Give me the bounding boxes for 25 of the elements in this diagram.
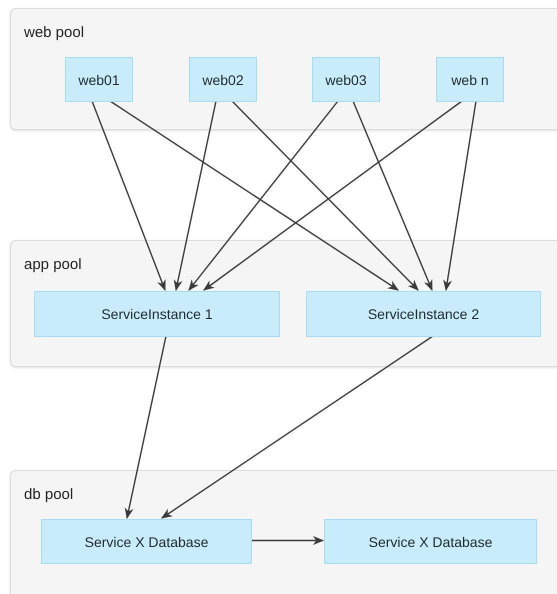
arrow bbox=[232, 100, 419, 291]
pool-panel bbox=[10, 240, 557, 367]
arrow bbox=[251, 536, 324, 545]
arrow bbox=[352, 100, 433, 292]
server-box: web01 bbox=[65, 57, 133, 102]
arrow bbox=[110, 100, 399, 291]
arrow bbox=[91, 100, 166, 292]
arrow bbox=[161, 335, 434, 519]
pool-panel bbox=[10, 470, 557, 594]
server-box: Service X Database bbox=[41, 519, 252, 564]
server-box: web02 bbox=[189, 57, 257, 102]
pool-label: db pool bbox=[24, 486, 74, 503]
pool-panel bbox=[10, 8, 557, 130]
pool-label: app pool bbox=[24, 256, 82, 273]
server-box: ServiceInstance 2 bbox=[306, 291, 541, 337]
arrow bbox=[203, 100, 462, 291]
arrow bbox=[188, 100, 339, 291]
server-box: ServiceInstance 1 bbox=[34, 291, 280, 337]
pool-label: web pool bbox=[24, 24, 84, 41]
arrow bbox=[174, 100, 217, 292]
arrow bbox=[443, 100, 477, 292]
arrow bbox=[124, 336, 167, 520]
server-box: web03 bbox=[312, 57, 380, 102]
server-box: web n bbox=[436, 57, 504, 102]
server-box: Service X Database bbox=[324, 519, 537, 564]
